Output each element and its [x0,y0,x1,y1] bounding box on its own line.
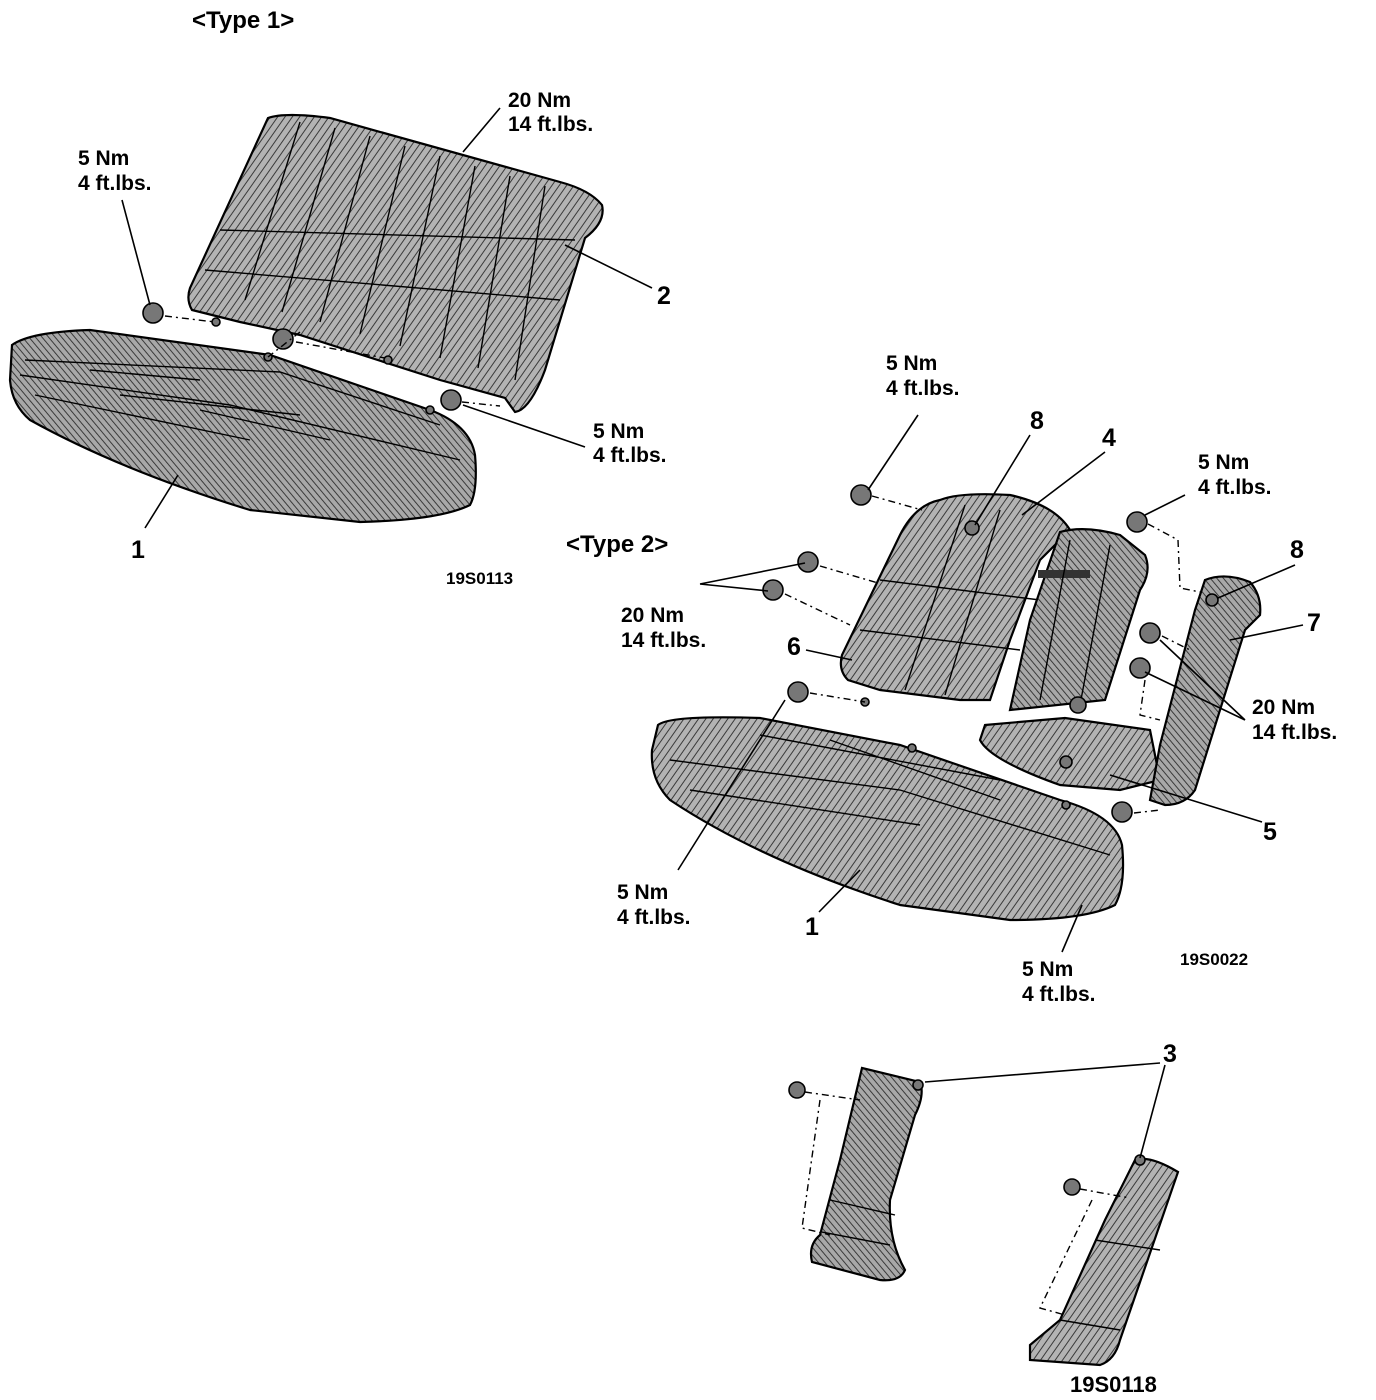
type2-part-6-label: 6 [787,633,801,661]
type1-group: <Type 1> 20 Nm 14 ft.lbs. 5 Nm 4 ft.lbs.… [8,7,671,588]
trim-left-piece[interactable] [809,1066,923,1282]
trim-group: 3 19S0118 [788,1040,1180,1397]
type2-torque-bottom-left-ftlbs: 4 ft.lbs. [617,906,691,929]
type1-torque-right-nm: 5 Nm [593,420,644,443]
trim-part-3-label: 3 [1163,1040,1177,1068]
trim-figure-code: 19S0118 [1070,1372,1157,1397]
type1-torque-back-ftlbs: 14 ft.lbs. [508,113,593,136]
type2-torque-right-bolts-ftlbs: 14 ft.lbs. [1252,721,1337,744]
type2-bolt-left-upper-icon [797,551,819,573]
type2-bolt-top-icon [850,484,872,506]
type1-bolt-center-icon [272,328,294,350]
type2-seat-cushion[interactable] [650,716,1125,922]
type2-side-bolster[interactable] [1148,575,1262,807]
type2-torque-top-nm: 5 Nm [886,352,937,375]
type2-bolt-right-lower-icon [1129,657,1151,679]
type2-bolt-right-upper-icon [1139,622,1161,644]
trim-right-piece[interactable] [1028,1157,1180,1367]
type2-part-8-right-label: 8 [1290,536,1304,564]
type1-torque-left-ftlbs: 4 ft.lbs. [78,172,152,195]
type1-part-1-label: 1 [131,536,145,564]
type2-figure-code: 19S0022 [1180,950,1248,969]
type2-part-8-left-label: 8 [1030,407,1044,435]
type2-nut-cushion-right-icon [1111,801,1133,823]
type1-nut-right-icon [440,389,462,411]
type1-figure-code: 19S0113 [446,569,513,588]
type2-torque-bottom-right-ftlbs: 4 ft.lbs. [1022,983,1096,1006]
type1-torque-right-ftlbs: 4 ft.lbs. [593,444,667,467]
type2-torque-left-bolts-nm: 20 Nm [621,604,684,627]
type1-part-2-label: 2 [657,282,671,310]
type1-seat-back[interactable] [187,113,604,414]
type2-part-5-label: 5 [1263,818,1277,846]
type2-armrest[interactable] [978,716,1162,792]
type2-torque-top-ftlbs: 4 ft.lbs. [886,377,960,400]
type2-torque-top-right-ftlbs: 4 ft.lbs. [1198,476,1272,499]
type1-nut-left-icon [142,302,164,324]
type2-torque-top-right-nm: 5 Nm [1198,451,1249,474]
type2-part-4-label: 4 [1102,424,1116,452]
trim-right-clip-icon [1063,1178,1081,1196]
type2-torque-left-bolts-ftlbs: 14 ft.lbs. [621,629,706,652]
type2-seat-back-left[interactable] [839,493,1072,702]
trim-left-clip-icon [788,1081,806,1099]
type2-torque-bottom-left-nm: 5 Nm [617,881,668,904]
type1-title: <Type 1> [192,7,294,34]
type2-title: <Type 2> [566,531,668,558]
type2-part-7-label: 7 [1307,609,1321,637]
type1-torque-back-nm: 20 Nm [508,89,571,112]
type2-part-1-label: 1 [805,913,819,941]
type1-torque-left-nm: 5 Nm [78,147,129,170]
type2-bolt-top-right-icon [1126,511,1148,533]
type2-torque-right-bolts-nm: 20 Nm [1252,696,1315,719]
type2-seat-back-center[interactable] [1008,528,1149,712]
type2-group: <Type 2> [566,352,1337,1006]
type2-torque-bottom-right-nm: 5 Nm [1022,958,1073,981]
type2-nut-cushion-left-icon [787,681,809,703]
